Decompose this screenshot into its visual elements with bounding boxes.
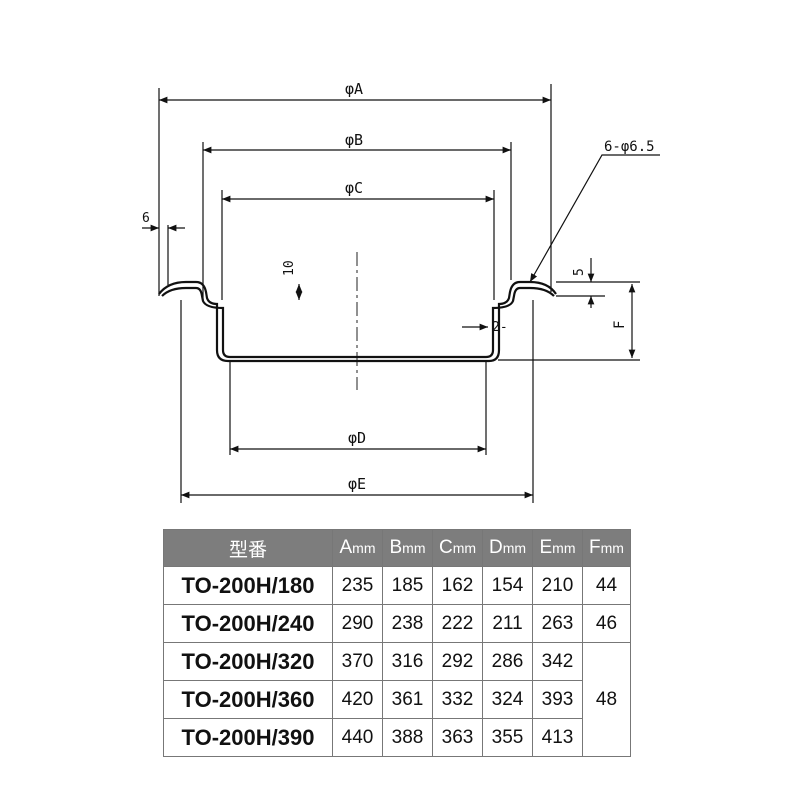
cell-b: 238: [382, 604, 433, 643]
technical-drawing: φA φB φC φD φE 6-φ6.5 6 10 5 2- F: [142, 80, 660, 503]
label-f: F: [612, 321, 628, 329]
label-five: 5: [572, 268, 587, 276]
header-f: Fmm: [582, 529, 631, 567]
cell-b: 388: [382, 718, 433, 757]
cell-b: 185: [382, 566, 433, 605]
cell-a: 440: [332, 718, 383, 757]
spec-table: 型番 Amm Bmm Cmm Dmm Emm Fmm TO-200H/180 2…: [163, 529, 631, 757]
header-d: Dmm: [482, 529, 533, 567]
cell-e: 263: [532, 604, 583, 643]
cell-c: 222: [432, 604, 483, 643]
cell-model: TO-200H/320: [163, 642, 333, 681]
header-row: 型番 Amm Bmm Cmm Dmm Emm Fmm: [163, 529, 631, 567]
cell-e: 393: [532, 680, 583, 719]
cell-d: 324: [482, 680, 533, 719]
cell-c: 292: [432, 642, 483, 681]
cell-a: 290: [332, 604, 383, 643]
label-phi-c: φC: [345, 179, 363, 197]
cell-b: 316: [382, 642, 433, 681]
cell-d: 211: [482, 604, 533, 643]
cell-a: 235: [332, 566, 383, 605]
label-phi-b: φB: [345, 131, 363, 149]
header-c: Cmm: [432, 529, 483, 567]
cell-f-merged: 48: [582, 642, 631, 757]
header-e: Emm: [532, 529, 583, 567]
table-row: TO-200H/180 235 185 162 154 210 44: [163, 566, 631, 605]
cell-f: 46: [582, 604, 631, 643]
cell-e: 413: [532, 718, 583, 757]
cell-a: 370: [332, 642, 383, 681]
part-profile: [158, 280, 557, 363]
cell-model: TO-200H/240: [163, 604, 333, 643]
cell-c: 332: [432, 680, 483, 719]
dimension-labels: φA φB φC φD φE 6-φ6.5 6 10 5 2- F: [142, 80, 655, 493]
extension-lines: [158, 84, 640, 503]
cell-model: TO-200H/180: [163, 566, 333, 605]
label-phi-a: φA: [345, 80, 363, 98]
label-phi-d: φD: [348, 429, 366, 447]
cell-model: TO-200H/360: [163, 680, 333, 719]
cell-model: TO-200H/390: [163, 718, 333, 757]
cell-b: 361: [382, 680, 433, 719]
cell-e: 210: [532, 566, 583, 605]
header-model: 型番: [163, 529, 333, 567]
table-row: TO-200H/360 420 361 332 324 393: [163, 680, 631, 719]
cell-d: 286: [482, 642, 533, 681]
label-ten: 10: [282, 260, 297, 276]
cell-f: 44: [582, 566, 631, 605]
cell-d: 154: [482, 566, 533, 605]
label-holes: 6-φ6.5: [604, 139, 655, 155]
label-six: 6: [142, 211, 150, 226]
header-a: Amm: [332, 529, 383, 567]
cell-c: 363: [432, 718, 483, 757]
dimension-lines: [142, 96, 660, 499]
cell-c: 162: [432, 566, 483, 605]
label-phi-e: φE: [348, 475, 366, 493]
table-row: TO-200H/320 370 316 292 286 342 48: [163, 642, 631, 757]
cell-e: 342: [532, 642, 583, 681]
table-row: TO-200H/240 290 238 222 211 263 46: [163, 604, 631, 643]
label-two: 2-: [492, 320, 508, 335]
cell-d: 355: [482, 718, 533, 757]
table-row: TO-200H/390 440 388 363 355 413: [163, 718, 631, 757]
header-b: Bmm: [382, 529, 433, 567]
cell-a: 420: [332, 680, 383, 719]
